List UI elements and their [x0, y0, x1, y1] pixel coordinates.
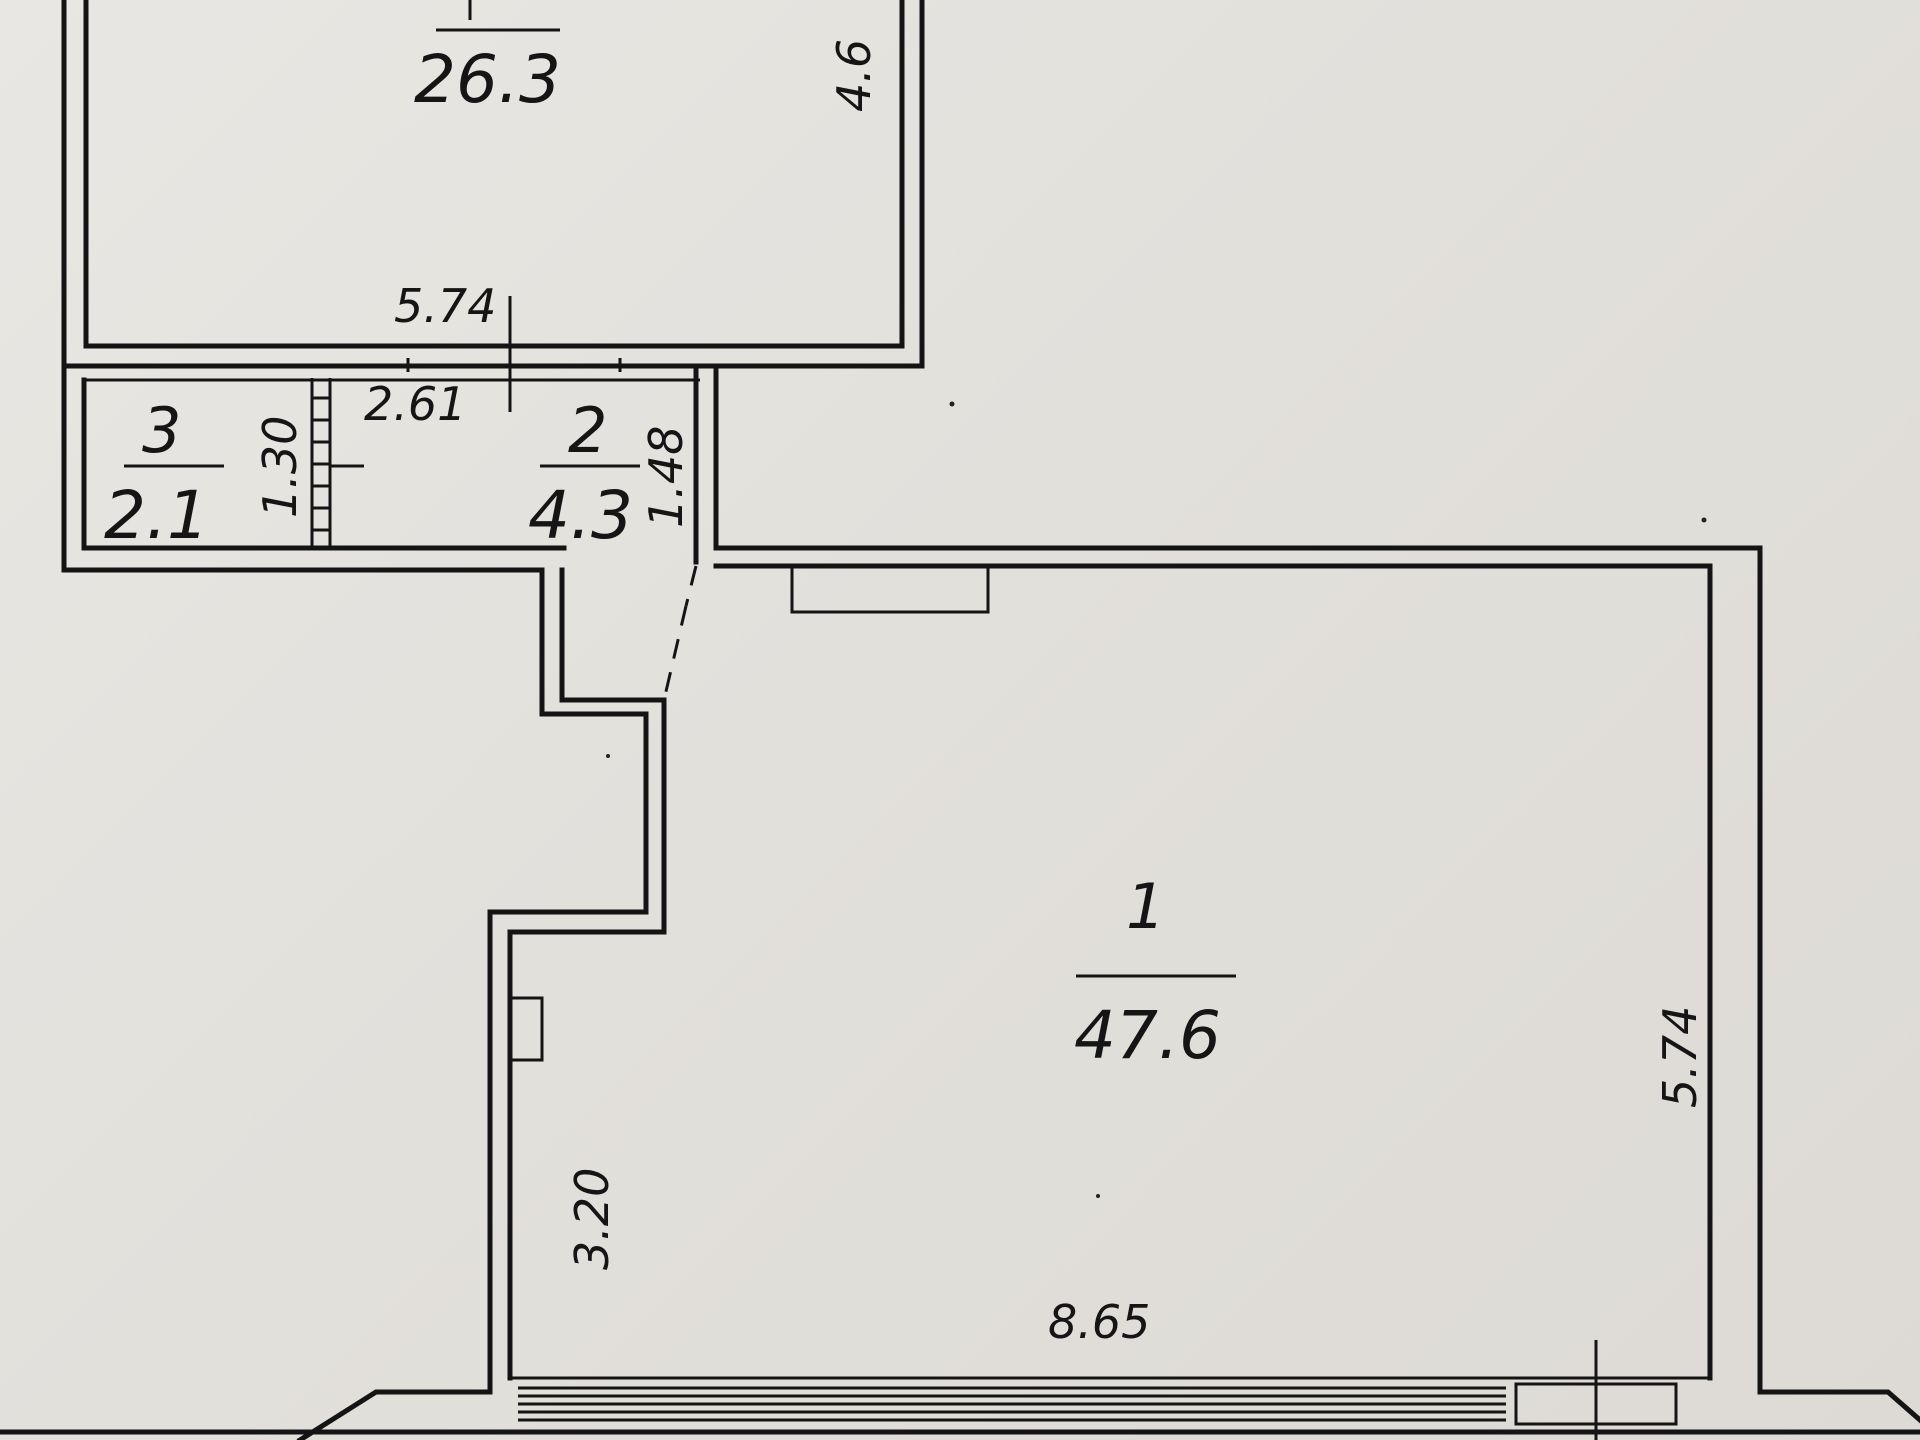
dimension-room-top-width: 5.74: [394, 279, 496, 333]
dimension-room-top-right-height: 4.6: [827, 39, 881, 112]
room-3-number: 3: [142, 394, 181, 467]
dimension-room2-depth: 1.48: [639, 426, 693, 528]
dimension-room3-depth: 1.30: [253, 416, 307, 518]
room-2-label: 2 4.3: [528, 394, 640, 554]
room-3-label: 3 2.1: [104, 394, 224, 554]
room-upper-walls: [61, 0, 925, 369]
dimension-room1-bottom-width: 8.65: [1048, 1295, 1150, 1349]
room-upper-area: 26.3: [414, 41, 561, 118]
room-2-area: 4.3: [528, 477, 633, 554]
room-upper-label: 26.3: [414, 28, 561, 118]
service-rooms-walls: [61, 363, 719, 573]
room-1-area: 47.6: [1074, 997, 1221, 1074]
dimension-room2-width: 2.61: [364, 377, 466, 431]
room-1-number: 1: [1126, 870, 1165, 943]
room-1-label: 1 47.6: [1074, 870, 1236, 1074]
room-3-area: 2.1: [104, 477, 209, 554]
room-main-walls: [0, 545, 1920, 1440]
dimension-room1-right-wall: 5.74: [1653, 1006, 1707, 1108]
dimension-room1-left-wall: 3.20: [565, 1168, 619, 1270]
paper-specks: [606, 401, 1707, 1198]
dimension-ticks: [330, 0, 622, 468]
room-2-number: 2: [568, 394, 607, 467]
